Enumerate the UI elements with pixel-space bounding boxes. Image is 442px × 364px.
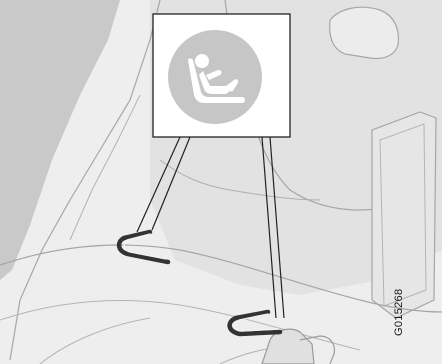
figure-reference-code: G015268	[392, 254, 406, 336]
child-seat-isofix-icon	[168, 30, 262, 124]
headrest	[330, 7, 399, 58]
